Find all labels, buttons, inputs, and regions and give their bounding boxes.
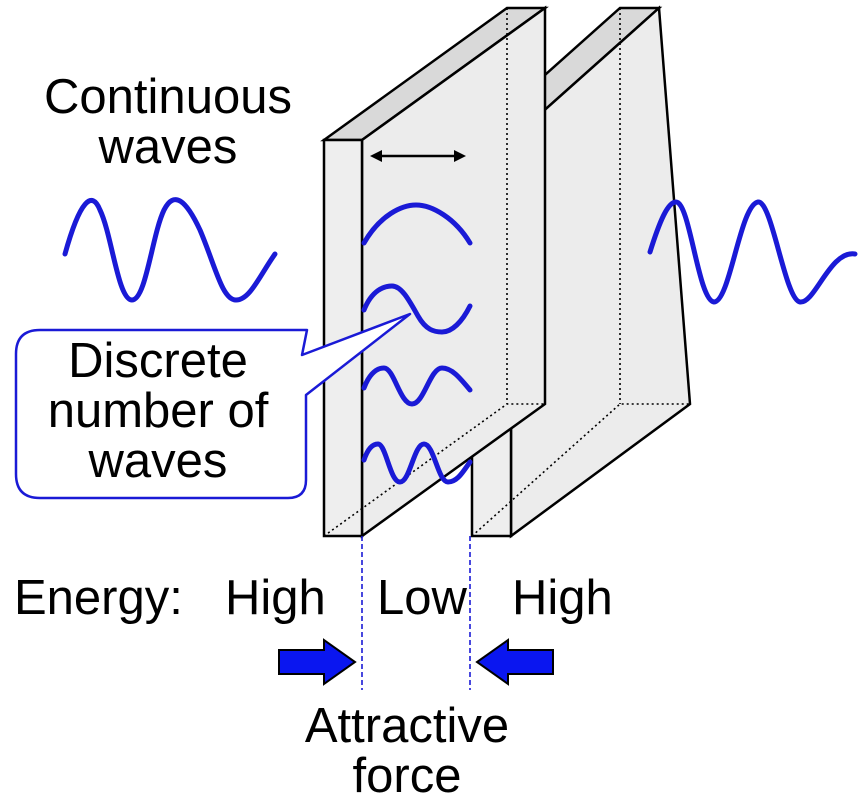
standing-wave-mode-2 (361, 283, 473, 335)
attractive-force-label-line1: Attractive (305, 699, 509, 753)
energy-label: Energy: (14, 571, 183, 625)
continuous-waves-label-line2: waves (98, 120, 238, 174)
continuous-waves-label-line1: Continuous (44, 70, 292, 124)
discrete-waves-label-line2: number of (48, 384, 269, 438)
standing-wave-mode-1 (361, 202, 473, 246)
discrete-waves-label-line1: Discrete (68, 334, 248, 388)
energy-middle-value: Low (377, 571, 468, 625)
force-arrow-left-icon (475, 638, 554, 686)
left-plate-hidden-edges (323, 8, 545, 537)
discrete-waves-label-line3: waves (88, 434, 228, 488)
continuous-wave-left (62, 197, 278, 303)
right-plate-hidden-edges (471, 8, 690, 537)
discrete-waves-callout (14, 312, 412, 500)
energy-right-value: High (512, 571, 613, 625)
standing-wave-mode-4 (361, 441, 473, 485)
gap-width-double-arrow-icon (370, 150, 466, 162)
standing-wave-mode-3 (361, 365, 473, 407)
attractive-force-label-line2: force (353, 749, 462, 801)
force-arrow-right-icon (278, 638, 357, 686)
callout-box (14, 312, 412, 500)
continuous-wave-right (647, 199, 858, 305)
energy-left-value: High (225, 571, 326, 625)
